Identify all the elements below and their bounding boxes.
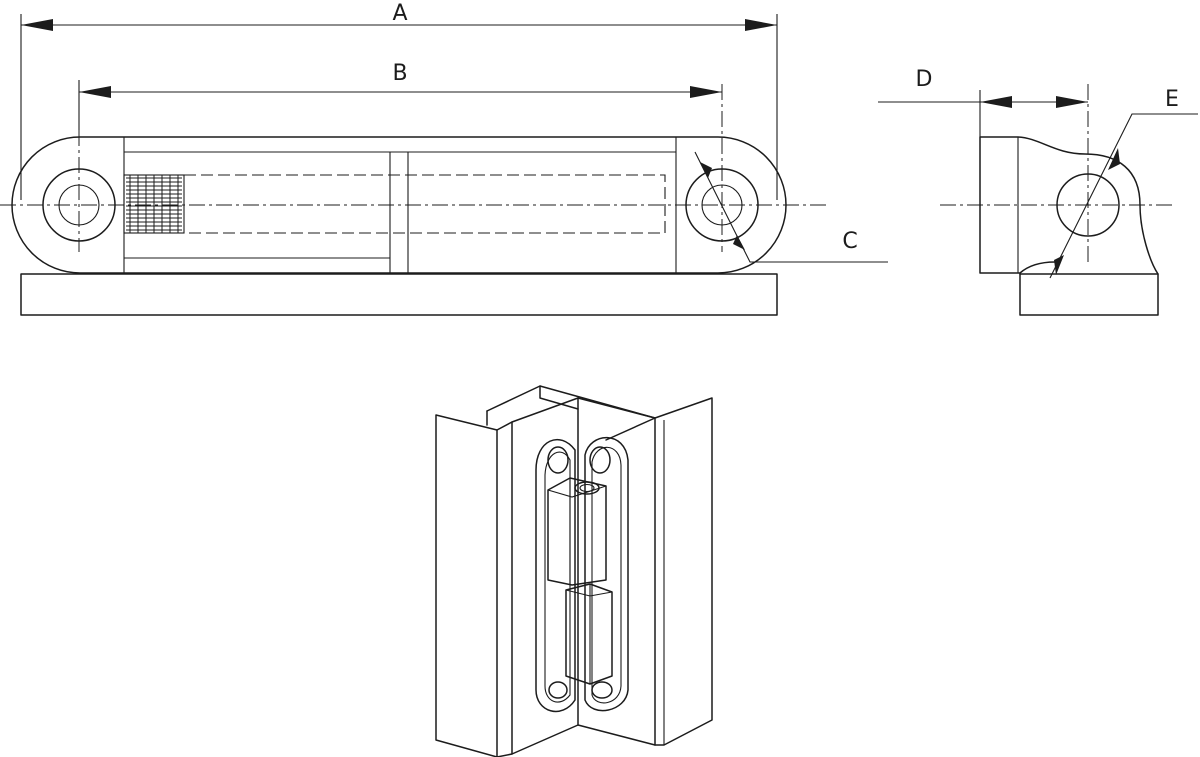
label-a: A xyxy=(392,1,407,26)
left-knuckle-outline xyxy=(124,151,391,273)
iso-knuckle-lower xyxy=(565,583,613,685)
iso-hole-bottom-left xyxy=(548,681,568,699)
iso-knuckle-upper xyxy=(547,477,607,586)
label-d: D xyxy=(916,67,933,92)
iso-left-profile xyxy=(435,414,498,757)
label-e: E xyxy=(1165,87,1179,112)
side-base-plate xyxy=(1019,273,1159,316)
dimension-c: C xyxy=(694,151,888,263)
iso-right-leaf-face xyxy=(577,397,656,746)
dimension-d: D xyxy=(878,67,1088,137)
dimension-a: A xyxy=(20,1,778,200)
iso-hinge-leaf-right-inner xyxy=(591,446,622,704)
iso-back-return xyxy=(486,385,579,426)
right-knuckle-outline xyxy=(407,151,676,273)
dimension-b: B xyxy=(78,61,722,130)
hidden-pin xyxy=(184,174,666,234)
iso-right-profile xyxy=(654,397,713,746)
label-b: B xyxy=(392,61,407,86)
iso-hole-top-left xyxy=(547,446,569,474)
label-c: C xyxy=(842,229,857,254)
front-view xyxy=(0,84,828,316)
iso-left-profile-side xyxy=(496,421,513,757)
iso-pin-top xyxy=(574,481,600,495)
iso-hole-top-right xyxy=(589,446,611,474)
iso-knuckle-lower-edges xyxy=(565,584,613,684)
iso-top-edge xyxy=(486,385,656,441)
iso-hole-bottom-right xyxy=(591,681,613,699)
iso-hinge-leaf-left-inner xyxy=(544,451,571,703)
iso-knuckle-upper-edges xyxy=(547,478,607,585)
iso-left-leaf-face xyxy=(511,397,579,755)
base-plate xyxy=(20,273,778,316)
iso-pin-top-inner xyxy=(579,483,595,493)
dimension-e: E xyxy=(1049,87,1198,279)
isometric-view xyxy=(435,385,713,757)
iso-hinge-leaf-right xyxy=(584,436,629,712)
knurled-pin-end xyxy=(123,174,185,234)
iso-hinge-leaf-left xyxy=(535,438,576,713)
side-view xyxy=(940,84,1175,316)
